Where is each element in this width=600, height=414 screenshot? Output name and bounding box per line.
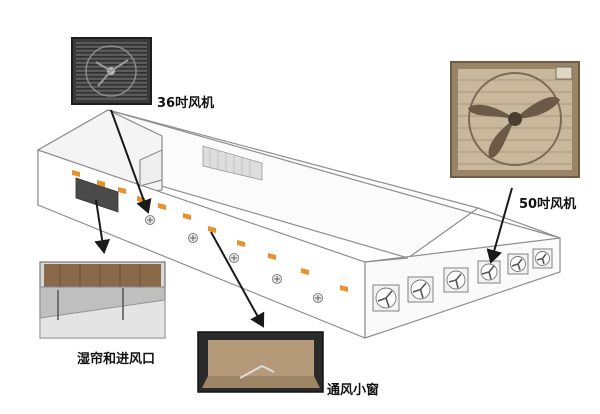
- wet-curtain-photo: [39, 261, 166, 339]
- exhaust-fan: [443, 267, 469, 293]
- side-fan: [145, 215, 155, 225]
- vent-window: [301, 268, 309, 275]
- exhaust-fan: [477, 260, 501, 284]
- vent-window: [158, 203, 166, 210]
- vent-window: [237, 240, 245, 247]
- side-fan: [188, 233, 198, 243]
- vent-window: [118, 187, 126, 194]
- arrow-wet-curtain: [94, 199, 111, 254]
- side-fan: [272, 274, 282, 284]
- exhaust-fan: [507, 253, 529, 275]
- side-fans: [145, 215, 323, 303]
- wet-curtain-on-wall: [75, 177, 119, 213]
- vent-window: [72, 170, 80, 177]
- end-wall-fans: [372, 248, 553, 312]
- fan-36-label: 36吋风机: [157, 96, 215, 111]
- fan-50-label: 50吋风机: [519, 197, 577, 212]
- roof-window-hatch: [209, 148, 251, 177]
- exhaust-fan: [407, 276, 434, 303]
- side-fan: [229, 253, 239, 263]
- vent-window: [208, 226, 216, 233]
- vent-window: [97, 180, 105, 187]
- arrow-fan-50: [486, 187, 513, 264]
- vent-window: [183, 213, 191, 220]
- vent-window-photo: [197, 331, 324, 393]
- fan-50-photo: [450, 61, 580, 178]
- fan-36-photo: [71, 37, 152, 105]
- vent-window: [268, 253, 276, 260]
- vent-window: [340, 285, 348, 292]
- callout-arrows: [94, 109, 513, 328]
- arrow-vent-window: [210, 231, 265, 328]
- exhaust-fan: [532, 248, 553, 269]
- arrow-fan-36: [110, 109, 152, 214]
- wet-curtain-label: 湿帘和进风口: [77, 352, 156, 367]
- vent-window-label: 通风小窗: [327, 383, 380, 398]
- exhaust-fan: [372, 284, 400, 312]
- side-fan: [313, 293, 323, 303]
- poultry-house: [36, 109, 561, 339]
